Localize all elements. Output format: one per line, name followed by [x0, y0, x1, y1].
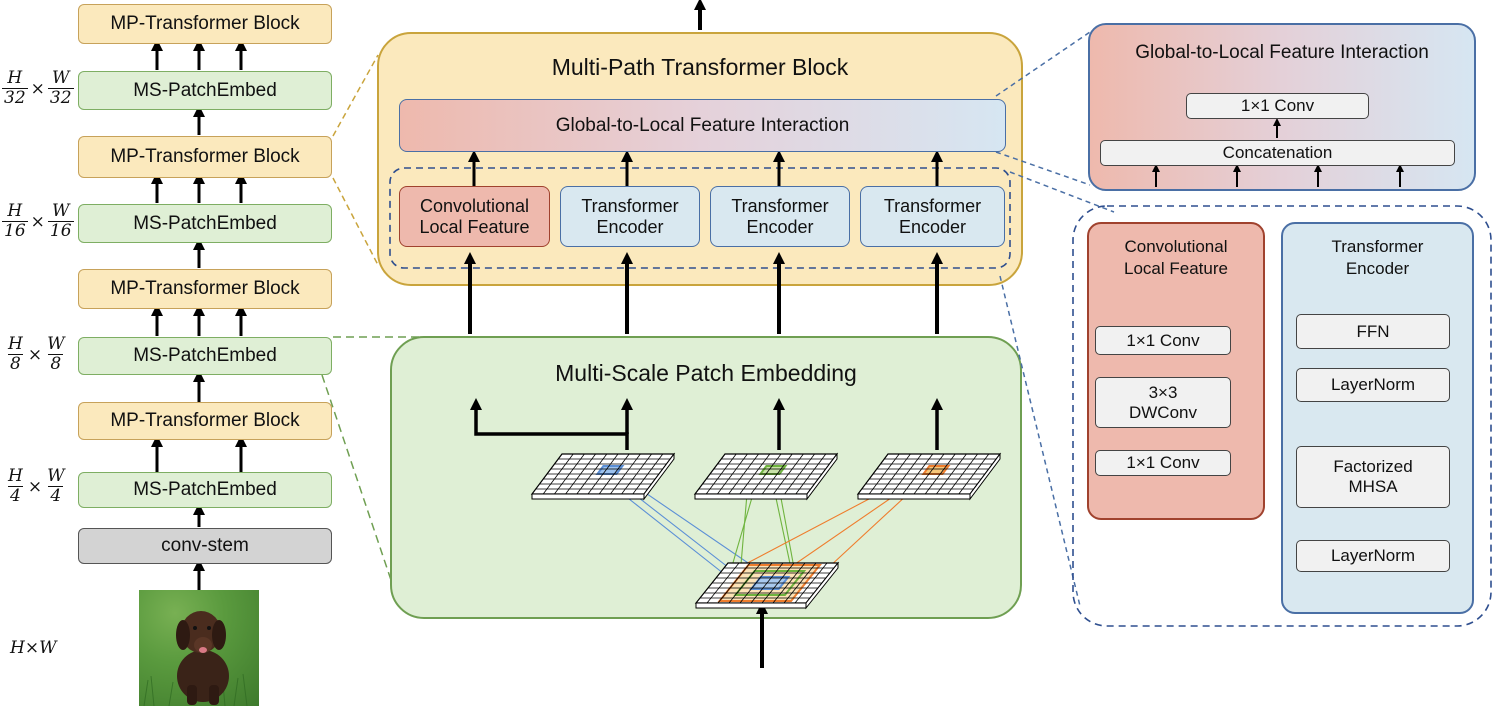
patch-grid-orange — [856, 452, 1002, 501]
patch-grid-blue — [530, 452, 676, 501]
mp-transformer-block-4: MP-Transformer Block — [78, 4, 332, 44]
path-transformer-encoder-2: Transformer Encoder — [710, 186, 850, 247]
encoder-layernorm-bottom: LayerNorm — [1296, 540, 1450, 572]
mpt-block-title: Multi-Path Transformer Block — [551, 54, 849, 80]
conv-stem-block: conv-stem — [78, 528, 332, 564]
ms-embed-title: Multi-Scale Patch Embedding — [555, 360, 857, 386]
transformer-encoder-detail-title: Transformer Encoder — [1331, 237, 1424, 279]
interaction-1x1-conv: 1×1 Conv — [1186, 93, 1369, 119]
encoder-factorized-mhsa: Factorized MHSA — [1296, 446, 1450, 508]
conv-local-detail-title: Convolutional Local Feature — [1124, 237, 1228, 279]
conv-local-1x1-conv-bottom: 1×1 Conv — [1095, 450, 1231, 476]
patch-grid-base — [694, 561, 840, 610]
mp-transformer-block-3: MP-Transformer Block — [78, 136, 332, 178]
global-local-interaction-bar: Global-to-Local Feature Interaction — [399, 99, 1006, 152]
interaction-concatenation: Concatenation — [1100, 140, 1455, 166]
ms-patch-embed-4: MS-PatchEmbed — [78, 71, 332, 110]
ms-patch-embed-2: MS-PatchEmbed — [78, 337, 332, 375]
encoder-ffn: FFN — [1296, 314, 1450, 349]
interaction-detail-title: Global-to-Local Feature Interaction — [1135, 42, 1429, 63]
input-size-label: H×W — [10, 638, 57, 658]
conv-local-1x1-conv-top: 1×1 Conv — [1095, 326, 1231, 355]
mp-transformer-block-1: MP-Transformer Block — [78, 402, 332, 440]
ms-patch-embed-1: MS-PatchEmbed — [78, 472, 332, 508]
conv-local-3x3-dwconv: 3×3 DWConv — [1095, 377, 1231, 428]
path-transformer-encoder-3: Transformer Encoder — [860, 186, 1005, 247]
ms-patch-embed-3: MS-PatchEmbed — [78, 204, 332, 243]
mp-transformer-block-2: MP-Transformer Block — [78, 269, 332, 309]
patch-grid-green — [693, 452, 839, 501]
encoder-layernorm-top: LayerNorm — [1296, 368, 1450, 402]
path-conv-local-feature: Convolutional Local Feature — [399, 186, 550, 247]
input-image-dog — [139, 590, 259, 706]
path-transformer-encoder-1: Transformer Encoder — [560, 186, 700, 247]
